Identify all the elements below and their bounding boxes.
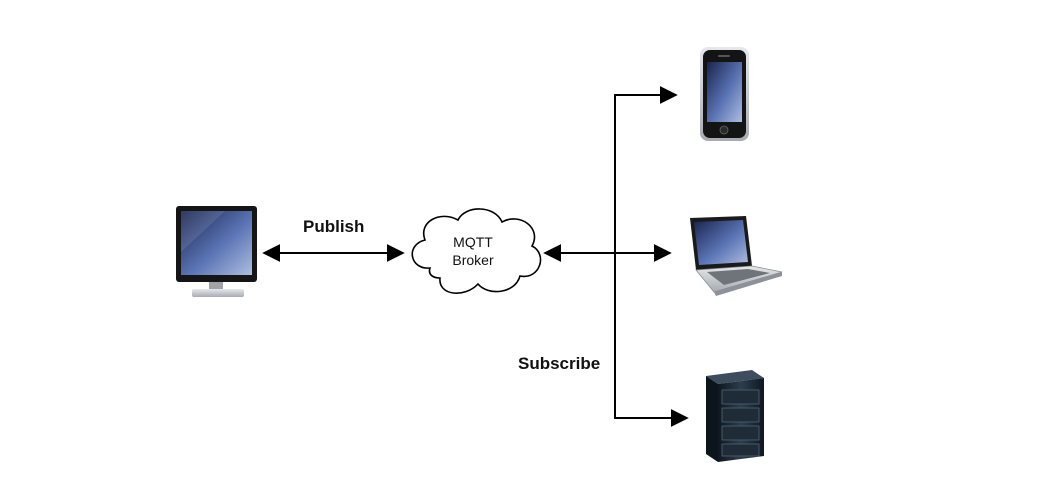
publish-label: Publish — [303, 217, 365, 236]
monitor-icon — [176, 206, 257, 297]
broker-label-line1: MQTT — [453, 234, 493, 250]
server-rack-icon — [706, 370, 764, 462]
broker-label: MQTT Broker — [418, 233, 528, 269]
broker-label-line2: Broker — [452, 252, 494, 268]
laptop-icon — [690, 216, 783, 296]
broker-cloud — [411, 208, 542, 294]
smartphone-icon — [700, 47, 749, 141]
subscribe-label: Subscribe — [518, 354, 601, 373]
